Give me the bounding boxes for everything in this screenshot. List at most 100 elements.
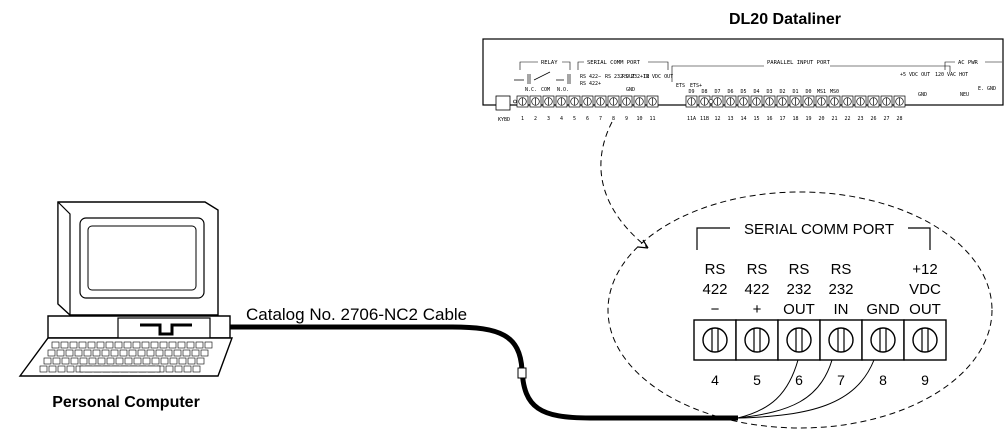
parallel-bracket (671, 65, 951, 82)
panel-digit-MS1: MS1 (817, 89, 826, 95)
terminal-4 (693, 319, 737, 361)
panel-terminal-strip (513, 95, 906, 108)
relay-sub-com: COM (541, 87, 550, 93)
panel-right-sub-1: +5 VDC OUT (900, 72, 930, 78)
terminal-6-label-l2: 232 (786, 281, 811, 298)
panel-digit-D2: D2 (779, 89, 785, 95)
panel-right-sub-4: NEU (960, 92, 969, 98)
panel-terminal-number: 6 (586, 116, 589, 122)
relay-sub-no: N.O. (557, 87, 569, 93)
terminal-7-label-l2: 232 (828, 281, 853, 298)
panel-terminal-number: 10 (636, 116, 642, 122)
panel-digit-D0: D0 (805, 89, 811, 95)
terminal-7 (819, 319, 863, 361)
panel-rs-sub-3: RS 232 OUT (605, 74, 635, 80)
terminal-screw-icon (786, 327, 812, 353)
panel-terminal-23 (854, 95, 867, 108)
cable-label: Catalog No. 2706-NC2 Cable (246, 305, 467, 324)
panel-terminal-number: 16 (766, 116, 772, 122)
panel-digit-D6: D6 (727, 89, 733, 95)
relay-bracket (519, 61, 571, 70)
panel-terminal-number: 27 (883, 116, 889, 122)
panel-terminal-5 (568, 95, 581, 108)
computer-label: Personal Computer (52, 394, 200, 411)
panel-terminal-1 (516, 95, 529, 108)
panel-ets-minus: ETS (676, 83, 685, 89)
panel-rs-sub-4: RS 232 IN (622, 74, 649, 80)
panel-terminal-22 (841, 95, 854, 108)
terminal-7-label-l3: IN (834, 301, 849, 318)
terminal-screw-icon (744, 327, 770, 353)
panel-terminal-number: 3 (547, 116, 550, 122)
panel-parallel-label: PARALLEL INPUT PORT (767, 60, 831, 66)
panel-digit-D5: D5 (740, 89, 746, 95)
panel-terminal-4 (555, 95, 568, 108)
panel-terminal-number: 11B (700, 116, 709, 122)
panel-terminal-13 (724, 95, 737, 108)
panel-rs-sub-6: +12 VDC OUT (640, 74, 673, 80)
panel-terminal-27 (880, 95, 893, 108)
terminal-4-label-l1: RS (705, 261, 726, 278)
terminal-5-label-l3: + (753, 301, 762, 318)
panel-terminal-21 (828, 95, 841, 108)
panel-terminal-number: 2 (534, 116, 537, 122)
panel-terminal-number: 1 (521, 116, 524, 122)
panel-digit-D8: D8 (701, 89, 707, 95)
panel-acpwr-label: AC PWR (958, 60, 979, 66)
spacebar (79, 365, 161, 373)
terminal-9-label-l2: VDC (909, 281, 941, 298)
terminal-6-label-l3: OUT (783, 301, 815, 318)
panel-right-sub-5: E. GND (978, 86, 996, 92)
panel-digit-D4: D4 (753, 89, 759, 95)
terminal-4-label-l3: − (711, 301, 720, 318)
panel-terminal-number: 5 (573, 116, 576, 122)
terminal-5 (735, 319, 779, 361)
panel-right-sub-2: GND (918, 92, 927, 98)
panel-terminal-6 (581, 95, 594, 108)
terminal-5-label-l2: 422 (744, 281, 769, 298)
terminal-screw-icon (828, 327, 854, 353)
serial-bracket (577, 61, 669, 70)
panel-digit-D3: D3 (766, 89, 772, 95)
panel-terminal-12 (711, 95, 724, 108)
panel-terminal-17 (776, 95, 789, 108)
panel-terminal-3 (542, 95, 555, 108)
panel-terminal-11 (646, 95, 659, 108)
panel-terminal-26 (867, 95, 880, 108)
drive-bay (117, 317, 211, 341)
terminal-6-label-l1: RS (789, 261, 810, 278)
terminal-4-label-l2: 422 (702, 281, 727, 298)
panel-terminal-number: 15 (753, 116, 759, 122)
panel-rs-sub-5: GND (626, 87, 635, 93)
panel-spacer-dot (513, 99, 517, 104)
diagram-title: DL20 Dataliner (729, 11, 841, 28)
panel-terminal-number: 12 (714, 116, 720, 122)
terminal-8-label-l3: GND (866, 301, 900, 318)
panel-ets-plus: ETS+ (690, 83, 702, 89)
terminal-screw-icon (702, 327, 728, 353)
drive-slot (140, 323, 192, 336)
panel-terminal-number: 13 (727, 116, 733, 122)
panel-terminal-number: 20 (818, 116, 824, 122)
panel-spacer-dot (708, 99, 714, 104)
terminal-number-9: 9 (921, 372, 929, 388)
monitor-screen (87, 225, 197, 291)
panel-terminal-number: 23 (857, 116, 863, 122)
panel-terminal-2 (529, 95, 542, 108)
panel-rs-sub-2: RS 422+ (580, 81, 601, 87)
terminal-9-label-l1: +12 (912, 261, 937, 278)
terminal-number-5: 5 (753, 372, 761, 388)
panel-terminal-19 (802, 95, 815, 108)
acpwr-bracket (944, 61, 1002, 70)
wire-terminal-7 (737, 359, 833, 419)
personal-computer (18, 201, 234, 377)
serial-terminal-block: RS422−4RS422+5RS232OUT6RS232IN7GND8+12VD… (693, 261, 947, 388)
port-title: SERIAL COMM PORT (744, 221, 894, 238)
panel-serial-label: SERIAL COMM PORT (587, 60, 641, 66)
panel-terminal-number: 11 (649, 116, 655, 122)
keyboard-keys (39, 341, 213, 373)
keyboard-port (495, 95, 511, 111)
panel-frame (482, 38, 1004, 106)
